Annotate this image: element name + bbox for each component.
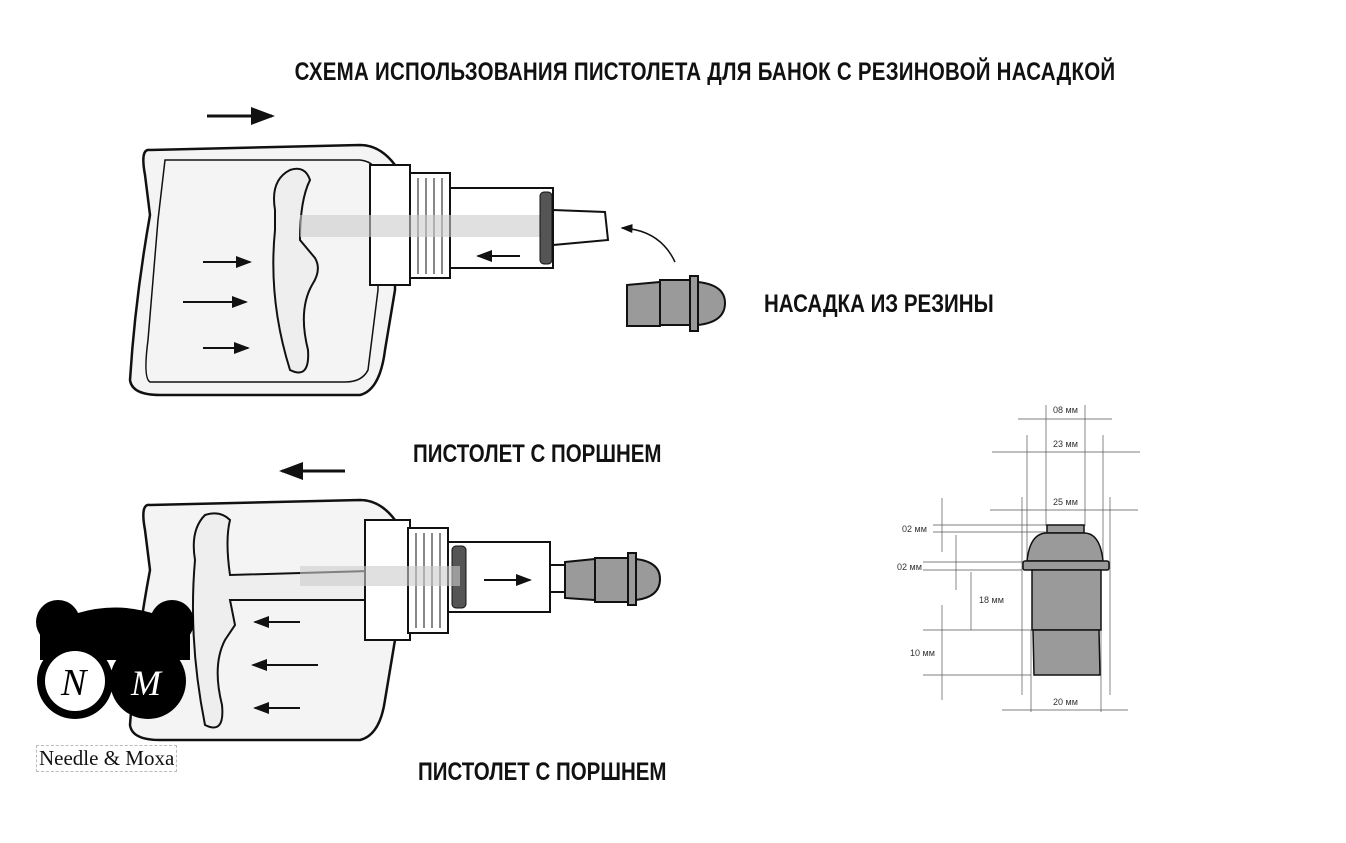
diagram-title: СХЕМА ИСПОЛЬЗОВАНИЯ ПИСТОЛЕТА ДЛЯ БАНОК …: [294, 58, 1116, 86]
dim-base-width: 20 мм: [1053, 697, 1078, 707]
gun-top-label: ПИСТОЛЕТ С ПОРШНЕМ: [413, 440, 662, 468]
dim-base-height: 10 мм: [910, 648, 935, 658]
pump-gun-top: [128, 107, 676, 397]
logo-letter-m: M: [130, 663, 163, 703]
dim-top-width: 08 мм: [1053, 405, 1078, 415]
dim-dome-width: 23 мм: [1053, 439, 1078, 449]
dim-flange-width: 25 мм: [1053, 497, 1078, 507]
rubber-tip-drawing: [626, 275, 727, 332]
tip-dimension-drawing: 08 мм 23 мм 25 мм 02 мм 02 мм 18 мм 10 м…: [897, 405, 1140, 712]
logo-brand-text: Needle & Moxa: [36, 745, 178, 772]
gun-bottom-label: ПИСТОЛЕТ С ПОРШНЕМ: [418, 758, 667, 786]
needle-moxa-logo: N M: [36, 600, 194, 719]
dim-flange-height: 02 мм: [897, 562, 922, 572]
rubber-tip-label: НАСАДКА ИЗ РЕЗИНЫ: [764, 290, 994, 318]
dim-cap-height: 02 мм: [902, 524, 927, 534]
logo-letter-n: N: [60, 662, 89, 704]
pump-gun-bottom: [128, 462, 662, 742]
dim-body-height: 18 мм: [979, 595, 1004, 605]
curved-arrow: [620, 224, 676, 263]
